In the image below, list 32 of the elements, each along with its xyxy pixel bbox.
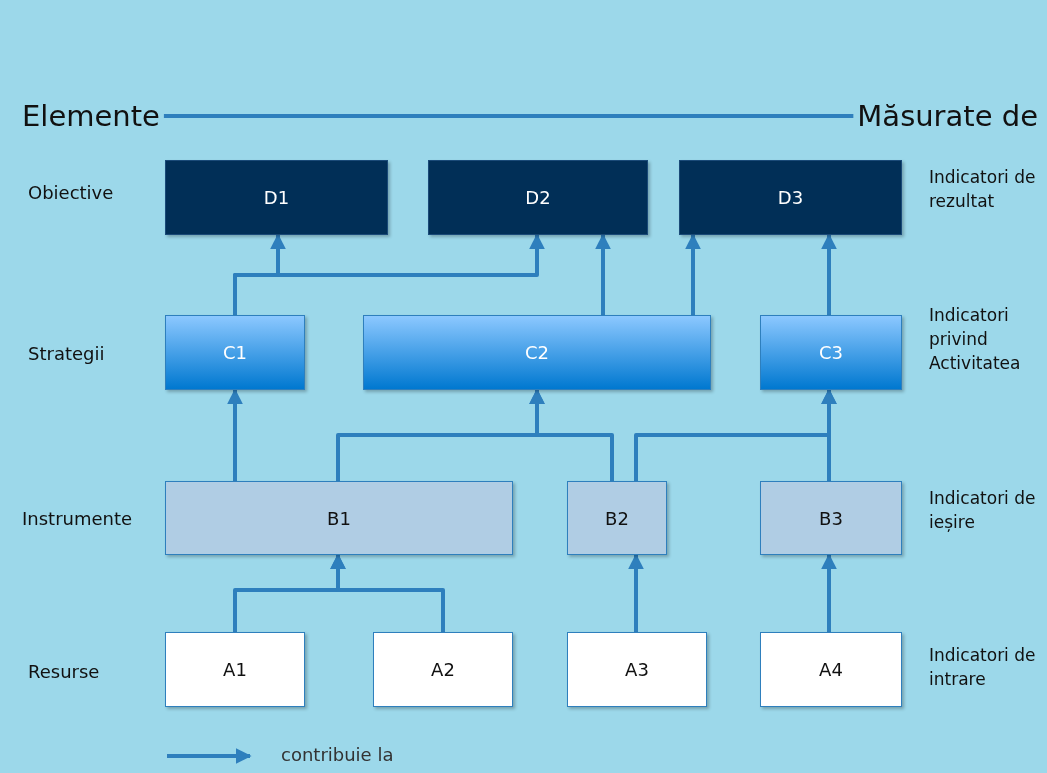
resource-box: A3: [567, 632, 707, 707]
indicator-label: Indicatori de ieșire: [929, 487, 1037, 534]
arrow: [821, 233, 837, 315]
heading-text: Măsurate de: [857, 96, 1038, 136]
arrow: [233, 233, 545, 315]
arrow: [227, 388, 243, 481]
resource-box: A1: [165, 632, 305, 707]
arrow: [628, 553, 644, 632]
row-label: Resurse: [28, 660, 101, 684]
objective-box: D1: [165, 160, 388, 235]
row-label: Obiective: [28, 181, 115, 205]
heading-text: Elemente: [22, 96, 160, 136]
instrument-box: B3: [760, 481, 902, 555]
strategy-box: C2: [363, 315, 711, 390]
instrument-box: B2: [567, 481, 667, 555]
arrow: [685, 233, 701, 315]
row-label: Strategii: [28, 342, 106, 366]
resource-box: A4: [760, 632, 902, 707]
resource-box: A2: [373, 632, 513, 707]
strategy-box: C3: [760, 315, 902, 390]
arrow: [821, 553, 837, 632]
indicator-label: Indicatori de rezultat: [929, 166, 1037, 213]
legend-text: contribuie la: [281, 743, 394, 767]
arrow: [595, 233, 611, 315]
strategy-box: C1: [165, 315, 305, 390]
objective-box: D3: [679, 160, 902, 235]
indicator-label: Indicatori de intrare: [929, 644, 1037, 691]
row-label: Instrumente: [22, 507, 134, 531]
instrument-box: B1: [165, 481, 513, 555]
indicator-label: Indicatori privind Activitatea: [929, 304, 1022, 375]
objective-box: D2: [428, 160, 648, 235]
connector-line: [163, 114, 854, 118]
